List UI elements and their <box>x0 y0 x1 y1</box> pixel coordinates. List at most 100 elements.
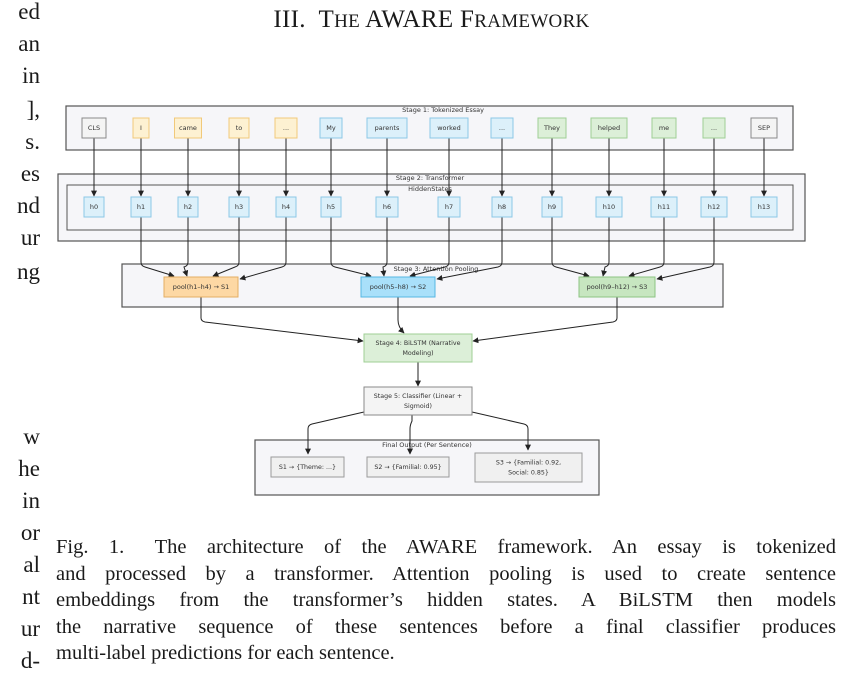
output-node: S3 → {Familial: 0.92,Social: 0.85} <box>474 452 583 483</box>
token-label: My <box>326 124 336 132</box>
heading-part: T <box>318 6 335 33</box>
hidden-state-node: h11 <box>650 196 678 218</box>
body-text-fragment: in <box>22 63 40 88</box>
token-node: to <box>228 117 250 139</box>
token-label: to <box>236 124 243 132</box>
hidden-to-pool-arrow <box>436 217 503 281</box>
hidden-state-box <box>177 196 199 218</box>
hidden-state-node: h13 <box>750 196 778 218</box>
hidden-state-box <box>130 196 152 218</box>
hidden-state-box <box>437 196 461 218</box>
hidden-state-box <box>320 196 342 218</box>
hidden-state-box <box>541 196 563 218</box>
body-text-fragment: ur <box>20 616 40 641</box>
classifier-to-output-arrow <box>305 411 365 455</box>
token-node: parents <box>366 117 408 139</box>
token-label: me <box>659 124 669 132</box>
output-box <box>366 456 450 478</box>
hidden-state-node: h0 <box>83 196 105 218</box>
hidden-state-box <box>750 196 778 218</box>
classifier-label: Sigmoid) <box>404 403 432 410</box>
token-node: helped <box>590 117 628 139</box>
body-text-fragment: nd <box>17 193 40 218</box>
caption-line: the narrative sequence of these sentence… <box>56 615 836 638</box>
pool-label: pool(h1–h4) → S1 <box>173 283 230 291</box>
token-node: I <box>132 117 150 139</box>
token-node: me <box>651 117 677 139</box>
token-box <box>366 117 408 139</box>
token-label: parents <box>375 124 400 132</box>
token-node: ... <box>702 117 726 139</box>
hidden-state-label: h0 <box>90 203 98 211</box>
body-text-fragment: ng <box>17 259 40 284</box>
token-box <box>429 117 469 139</box>
section-number: III. <box>273 6 306 33</box>
stage1-label: Stage 1: Tokenized Essay <box>402 106 484 114</box>
hidden-state-label: h13 <box>758 203 770 211</box>
token-node: SEP <box>750 117 778 139</box>
output-box <box>270 456 345 478</box>
pool-node: pool(h5–h8) → S2 <box>360 276 436 298</box>
pool-box <box>360 276 436 298</box>
token-box <box>750 117 778 139</box>
token-node: CLS <box>81 117 107 139</box>
classifier-label: Stage 5: Classifier (Linear + <box>374 393 462 400</box>
token-node: ... <box>274 117 298 139</box>
body-text-fragment: or <box>20 520 40 545</box>
token-node: My <box>319 117 343 139</box>
body-text-fragment: an <box>18 31 40 56</box>
hidden-state-box <box>650 196 678 218</box>
hidden-state-label: h7 <box>445 203 453 211</box>
token-label: ... <box>711 124 717 132</box>
token-box <box>702 117 726 139</box>
hidden-state-node: h3 <box>228 196 250 218</box>
hidden-state-node: h7 <box>437 196 461 218</box>
pool-to-bilstm-arrow <box>200 297 364 344</box>
hidden-to-pool-arrow <box>182 217 189 277</box>
hidden-state-box <box>595 196 623 218</box>
hidden-state-box <box>700 196 728 218</box>
hidden-state-node: h9 <box>541 196 563 218</box>
hidden-state-node: h10 <box>595 196 623 218</box>
hidden-state-node: h5 <box>320 196 342 218</box>
classifier-box <box>363 386 473 416</box>
pool-label: pool(h5–h8) → S2 <box>370 283 427 291</box>
token-box <box>81 117 107 139</box>
heading-part: AWARE F <box>365 6 475 33</box>
output-box <box>474 452 583 483</box>
hidden-state-label: h3 <box>235 203 243 211</box>
classifier-to-output-arrow <box>407 415 413 455</box>
hidden-state-label: h2 <box>184 203 192 211</box>
hidden-state-label: h10 <box>603 203 615 211</box>
hidden-state-node: h4 <box>275 196 297 218</box>
token-label: came <box>179 124 197 132</box>
hidden-state-node: h2 <box>177 196 199 218</box>
body-text-fragment: ed <box>18 0 40 24</box>
token-label: I <box>140 124 142 132</box>
hidden-state-label: h5 <box>327 203 335 211</box>
caption-line: Fig. 1. The architecture of the AWARE fr… <box>56 536 836 558</box>
token-box <box>590 117 628 139</box>
token-label: ... <box>283 124 289 132</box>
caption-line: embeddings from the transformer’s hidden… <box>56 589 836 611</box>
token-node: ... <box>490 117 514 139</box>
hidden-state-label: h8 <box>498 203 506 211</box>
hidden-state-label: h4 <box>282 203 290 211</box>
body-text-fragment: he <box>18 456 40 481</box>
body-text-fragment: ], <box>26 97 40 122</box>
classifier-to-output-arrow <box>471 411 531 451</box>
body-text-fragment: nt <box>22 584 40 609</box>
hidden-state-box <box>228 196 250 218</box>
token-box <box>537 117 567 139</box>
token-label: ... <box>499 124 505 132</box>
hidden-to-pool-arrow <box>380 217 388 277</box>
token-label: helped <box>598 124 620 132</box>
hidden-state-node: h12 <box>700 196 728 218</box>
pool-to-bilstm-arrow <box>397 297 405 334</box>
token-node: worked <box>429 117 469 139</box>
token-box <box>228 117 250 139</box>
output-label: S2 → {Familial: 0.95} <box>374 464 441 471</box>
heading-part: RAMEWORK <box>474 11 590 32</box>
hidden-to-pool-arrow <box>140 217 175 278</box>
